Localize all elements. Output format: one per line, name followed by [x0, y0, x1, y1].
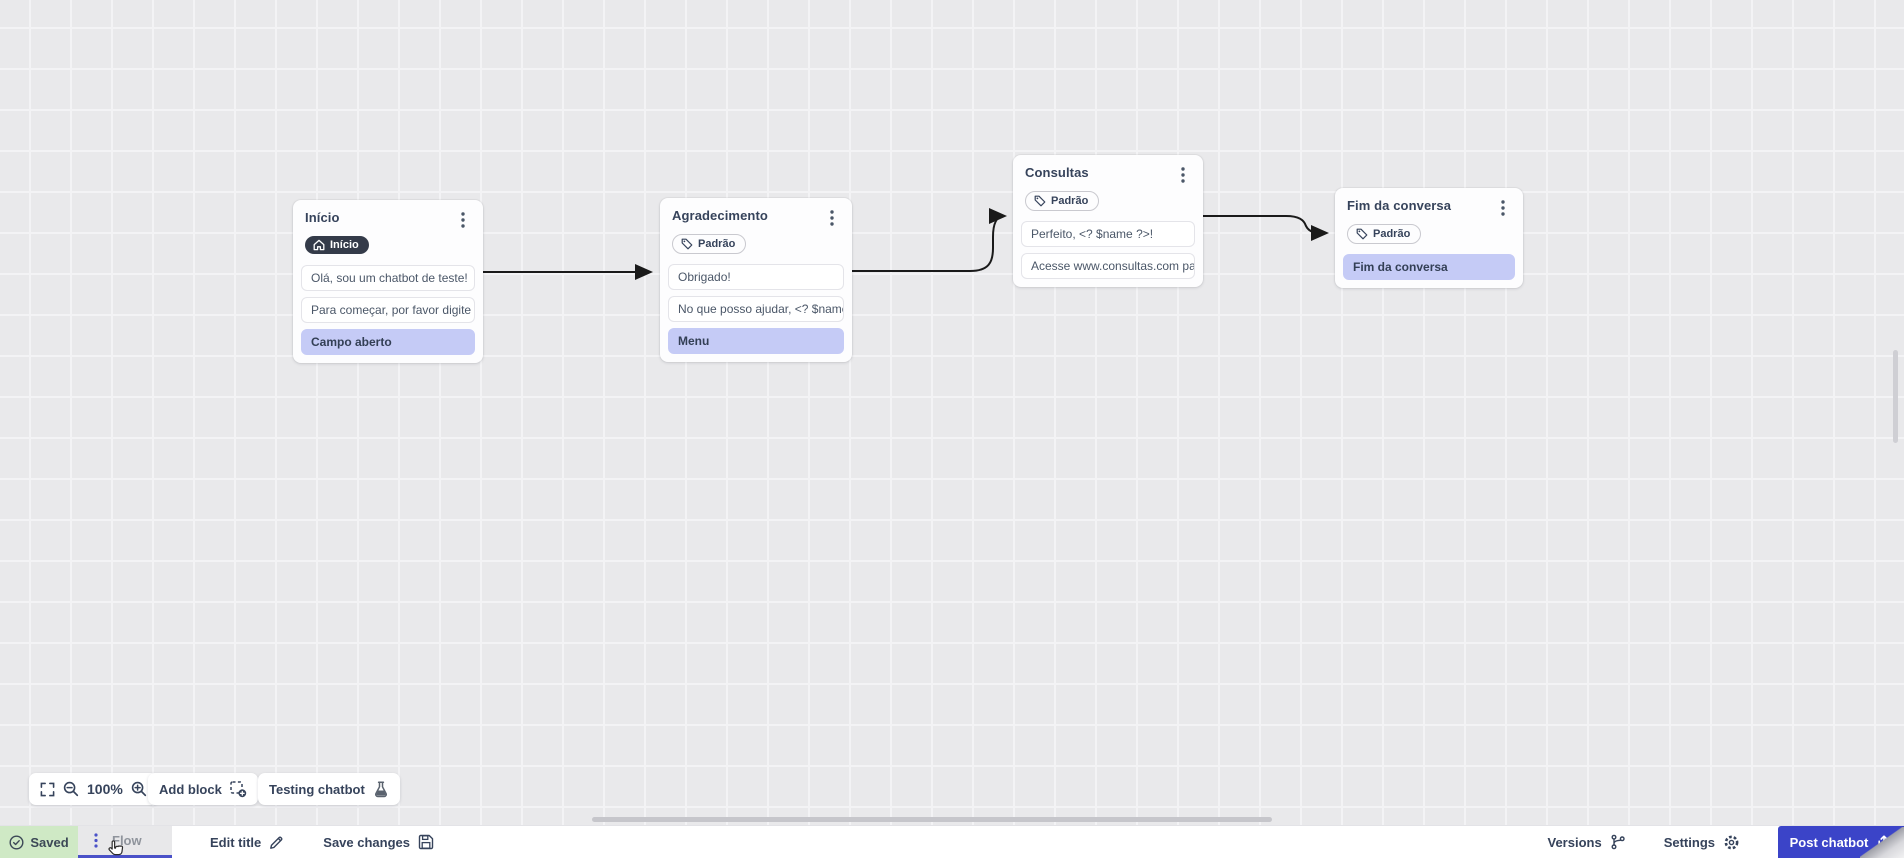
input-block[interactable]: Campo aberto	[301, 329, 475, 355]
add-block-button[interactable]: Add block	[148, 773, 258, 805]
node-menu-icon[interactable]	[455, 211, 471, 229]
save-status-badge: Saved	[0, 826, 78, 858]
node-type-badge: Padrão	[1347, 224, 1422, 244]
node-type-badge: Padrão	[672, 234, 747, 254]
vertical-scrollbar[interactable]	[1893, 350, 1898, 443]
node-menu-icon[interactable]	[1175, 166, 1191, 184]
node-title: Consultas	[1025, 165, 1089, 180]
edit-title-button[interactable]: Edit title	[210, 826, 285, 858]
home-icon	[313, 239, 325, 251]
node-fim-da-conversa[interactable]: Fim da conversa Padrão Fim da conversa	[1335, 188, 1523, 288]
end-block[interactable]: Fim da conversa	[1343, 254, 1515, 280]
versions-button[interactable]: Versions	[1548, 826, 1626, 858]
magnifier-minus-icon	[63, 781, 79, 797]
node-title: Início	[305, 210, 340, 225]
node-menu-icon[interactable]	[1495, 199, 1511, 217]
dashed-square-plus-icon	[230, 780, 247, 797]
save-status-label: Saved	[30, 834, 69, 850]
kebab-vertical-icon	[94, 833, 98, 848]
node-title: Fim da conversa	[1347, 198, 1452, 213]
zoom-level: 100%	[87, 781, 123, 797]
horizontal-scrollbar[interactable]	[592, 817, 1272, 822]
message-block[interactable]: No que posso ajudar, <? $name ...	[668, 296, 844, 322]
testing-chatbot-label: Testing chatbot	[269, 781, 365, 797]
testing-chatbot-button[interactable]: Testing chatbot	[258, 773, 400, 805]
zoom-in-button[interactable]	[131, 781, 147, 797]
message-block[interactable]: Acesse www.consultas.com par...	[1021, 253, 1195, 279]
node-type-badge: Início	[305, 236, 369, 254]
floppy-icon	[418, 834, 434, 850]
node-inicio[interactable]: Início Início Olá, sou um chatbot de tes…	[293, 200, 483, 363]
expand-icon	[40, 782, 55, 796]
message-block[interactable]: Olá, sou um chatbot de teste!	[301, 265, 475, 291]
tag-icon	[1356, 228, 1368, 240]
node-consultas[interactable]: Consultas Padrão Perfeito, <? $name ?>! …	[1013, 155, 1203, 287]
tab-flow-label: Flow	[112, 833, 142, 848]
node-type-badge: Padrão	[1025, 191, 1100, 211]
tag-icon	[1034, 195, 1046, 207]
tag-icon	[681, 238, 693, 250]
upload-icon	[1878, 835, 1890, 849]
git-branch-icon	[1611, 834, 1625, 850]
status-bar: Saved Flow Edit title Save changes Versi…	[0, 825, 1904, 858]
node-agradecimento[interactable]: Agradecimento Padrão Obrigado! No que po…	[660, 198, 852, 362]
gear-icon	[1724, 835, 1739, 849]
message-block[interactable]: Para começar, por favor digite o ...	[301, 297, 475, 323]
node-title: Agradecimento	[672, 208, 768, 223]
tab-flow[interactable]: Flow	[78, 826, 172, 858]
menu-block[interactable]: Menu	[668, 328, 844, 354]
fullscreen-button[interactable]	[40, 782, 55, 797]
node-menu-icon[interactable]	[824, 209, 840, 227]
circle-check-icon	[9, 834, 24, 850]
settings-button[interactable]: Settings	[1664, 826, 1740, 858]
flask-icon	[374, 780, 387, 797]
magnifier-plus-icon	[131, 781, 146, 797]
message-block[interactable]: Perfeito, <? $name ?>!	[1021, 221, 1195, 247]
message-block[interactable]: Obrigado!	[668, 264, 844, 290]
zoom-out-button[interactable]	[63, 781, 79, 797]
add-block-label: Add block	[159, 781, 222, 797]
post-chatbot-button[interactable]: Post chatbot	[1778, 826, 1904, 858]
save-changes-button[interactable]: Save changes	[323, 826, 434, 858]
pencil-icon	[270, 836, 283, 849]
zoom-controls: 100%	[29, 773, 158, 805]
